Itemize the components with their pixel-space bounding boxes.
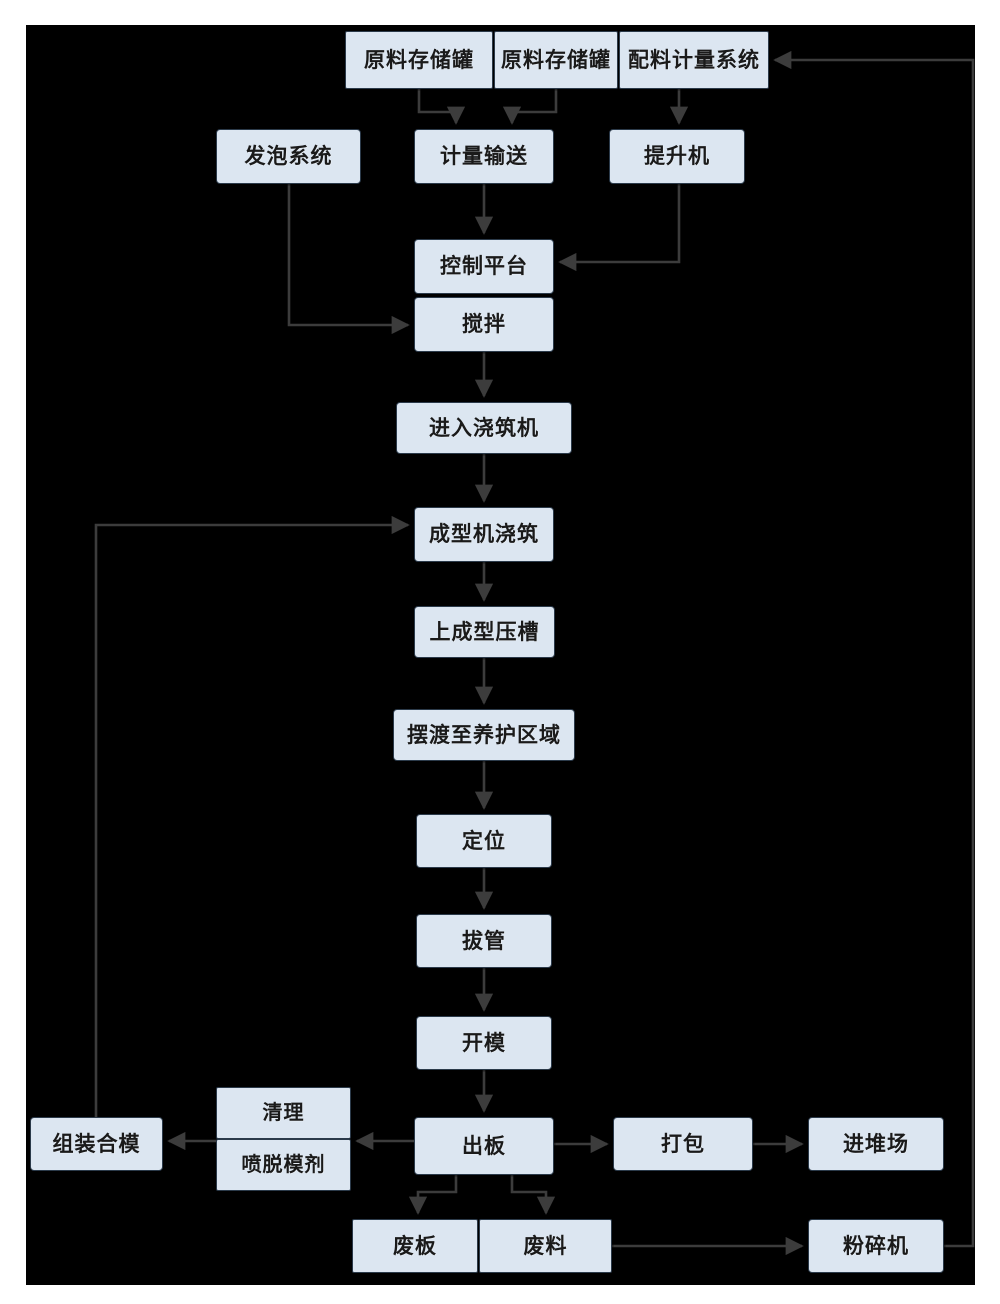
node-demolding[interactable]: 开模 [416,1016,552,1070]
node-label: 进堆场 [843,1131,909,1156]
node-label: 原料存储罐 [501,47,611,72]
node-batching-metering-system[interactable]: 配料计量系统 [619,31,769,89]
node-enter-stockyard[interactable]: 进堆场 [808,1117,944,1171]
node-cleaning[interactable]: 清理 [216,1087,351,1139]
node-label: 清理 [262,1102,305,1124]
node-label: 拔管 [462,928,506,953]
node-label: 发泡系统 [244,144,333,168]
node-label: 进入浇筑机 [429,415,539,440]
node-waste-material[interactable]: 废料 [479,1219,612,1273]
node-label: 成型机浇筑 [429,522,539,546]
node-waste-board[interactable]: 废板 [352,1219,478,1273]
node-foaming-system[interactable]: 发泡系统 [216,129,361,184]
node-label: 定位 [462,828,506,853]
node-crusher[interactable]: 粉碎机 [808,1219,944,1273]
node-label: 废料 [523,1233,568,1258]
node-label: 喷脱模剂 [241,1154,326,1176]
node-assemble-mold[interactable]: 组装合模 [30,1117,163,1171]
node-label: 打包 [661,1131,705,1156]
node-raw-material-tank-1[interactable]: 原料存储罐 [345,31,493,89]
node-label: 控制平台 [440,254,528,278]
node-positioning[interactable]: 定位 [416,814,552,868]
node-spray-release-agent[interactable]: 喷脱模剂 [216,1139,351,1191]
node-metering-conveying[interactable]: 计量输送 [414,129,554,184]
node-label: 计量输送 [440,144,528,168]
node-label: 上成型压槽 [429,619,540,644]
node-packing[interactable]: 打包 [613,1117,753,1171]
node-label: 出板 [462,1133,506,1158]
node-label: 配料计量系统 [628,47,760,72]
node-label: 粉碎机 [843,1233,909,1258]
node-mixing[interactable]: 搅拌 [414,297,554,352]
node-label: 组装合模 [52,1131,141,1156]
node-label: 搅拌 [462,312,506,336]
node-label: 废板 [393,1233,437,1258]
node-label: 开模 [462,1030,506,1055]
node-label: 摆渡至养护区域 [407,722,561,747]
node-board-output[interactable]: 出板 [414,1117,554,1175]
node-label: 原料存储罐 [364,47,474,72]
node-label: 提升机 [644,144,710,168]
node-control-platform[interactable]: 控制平台 [414,239,554,294]
node-enter-casting-machine[interactable]: 进入浇筑机 [396,402,572,454]
node-upper-forming-press-slot[interactable]: 上成型压槽 [414,606,555,658]
node-elevator[interactable]: 提升机 [609,129,745,184]
node-ferry-to-curing-area[interactable]: 摆渡至养护区域 [393,709,575,761]
node-forming-machine-casting[interactable]: 成型机浇筑 [414,507,554,562]
node-pull-tube[interactable]: 拔管 [416,914,552,968]
node-raw-material-tank-2[interactable]: 原料存储罐 [494,31,618,89]
